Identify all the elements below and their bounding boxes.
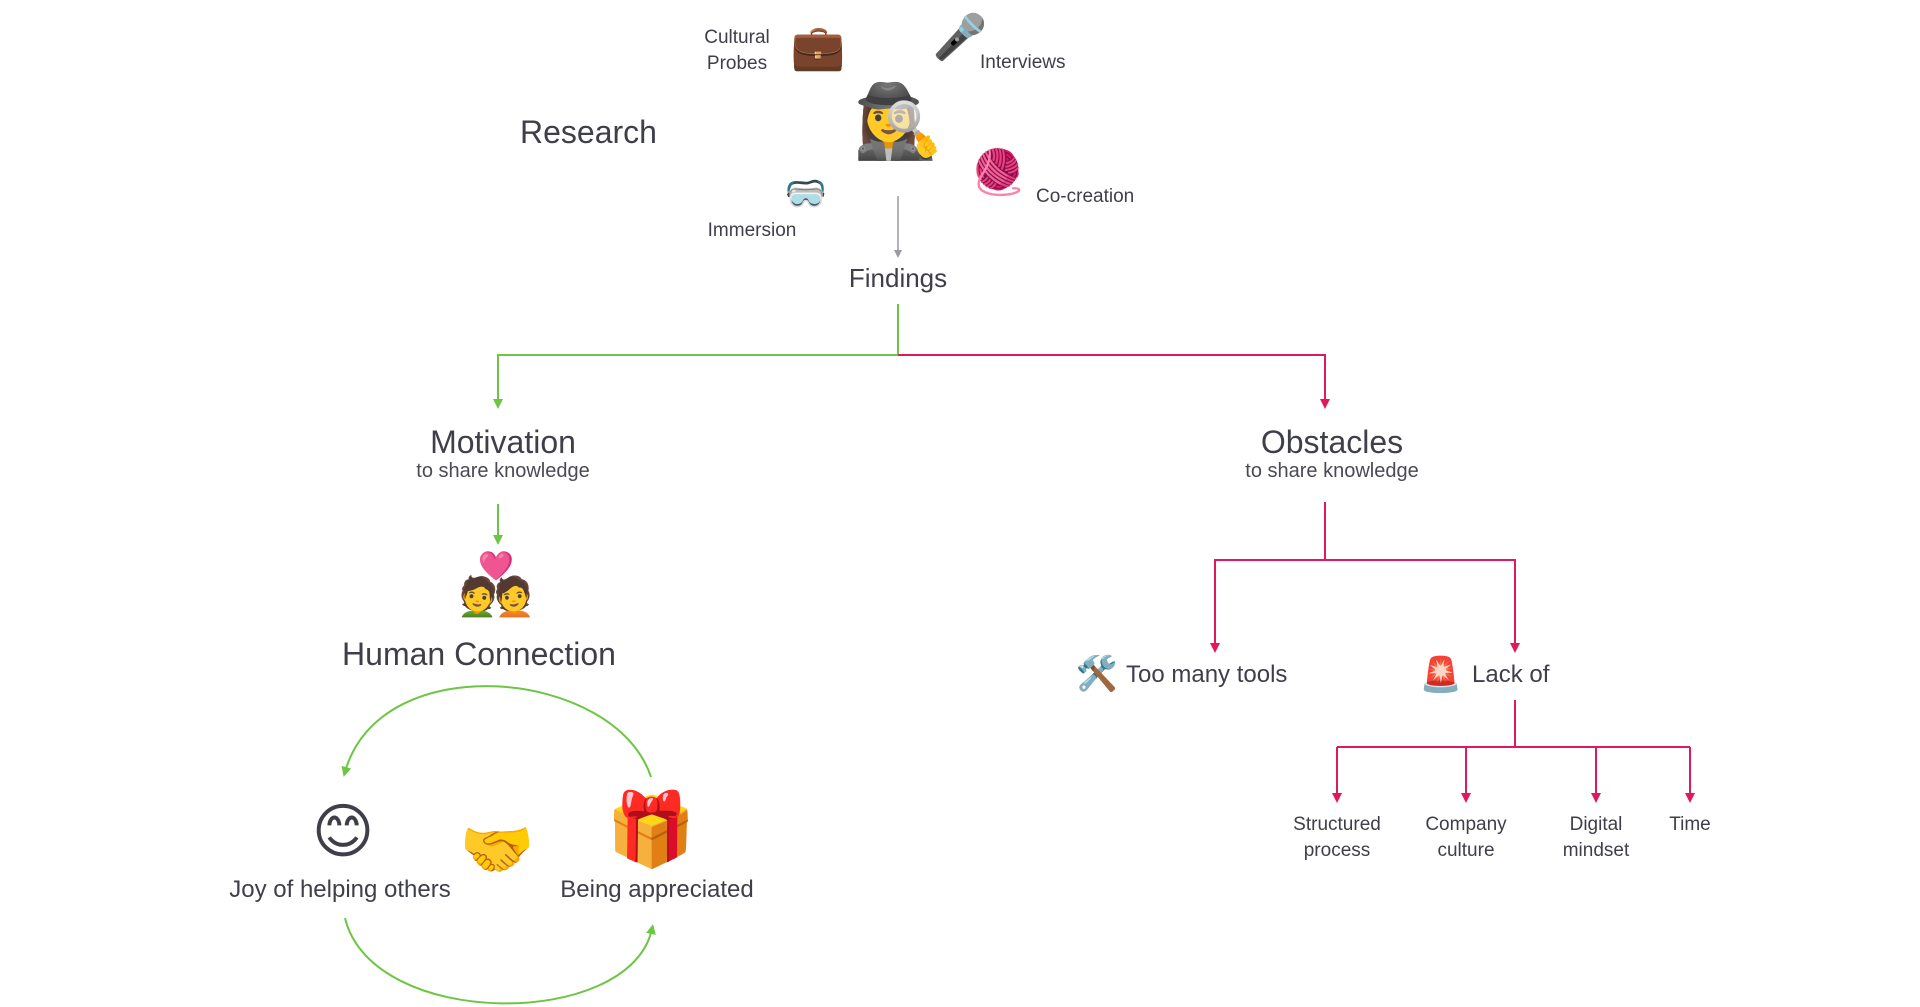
research-title: Research <box>520 114 657 150</box>
lack-item-time: Time <box>1669 814 1711 835</box>
obstacles-split-connector <box>1210 502 1326 653</box>
microphone-icon: 🎤 <box>932 13 988 62</box>
gift-icon: 🎁 <box>606 790 696 870</box>
obstacles-title: Obstacles <box>1260 424 1404 460</box>
findings-motivation-connector <box>493 304 899 409</box>
cycle-arc-bottom <box>344 917 656 1005</box>
lack-item-structured: Structured process <box>1293 814 1381 861</box>
detective-icon: 🕵️‍♀️ <box>853 82 943 162</box>
lack-item-digital: Digital mindset <box>1562 814 1630 861</box>
findings-title: Findings <box>848 263 948 293</box>
couple-heart-icon: 💑 <box>458 551 534 618</box>
cycle-arc-top <box>341 685 652 778</box>
lack-of-label: Lack of <box>1472 661 1550 688</box>
findings-obstacles-connector <box>898 354 1330 409</box>
human-connection-title: Human Connection <box>342 636 616 672</box>
lack-item-company: Company culture <box>1425 814 1507 861</box>
handshake-icon: 🤝 <box>459 816 535 883</box>
cultural-probes-label: Cultural Probes <box>704 27 770 74</box>
too-many-tools-label: Too many tools <box>1126 661 1288 688</box>
interviews-label: Interviews <box>980 52 1066 73</box>
yarn-icon: 🧶 <box>970 148 1026 197</box>
being-appreciated-label: Being appreciated <box>560 876 754 903</box>
siren-icon: 🚨 <box>1419 656 1463 694</box>
joy-of-helping-label: Joy of helping others <box>229 876 451 903</box>
obstacles-lack-connector <box>1325 559 1520 653</box>
obstacles-subtitle: to share knowledge <box>1245 460 1419 482</box>
immersion-label: Immersion <box>707 220 797 241</box>
smiling-face-icon: 😊 <box>311 798 375 865</box>
hammer-wrench-icon: 🛠️ <box>1075 655 1119 693</box>
goggles-icon: 🥽 <box>784 175 828 213</box>
motivation-title: Motivation <box>430 424 576 460</box>
co-creation-label: Co-creation <box>1036 186 1135 207</box>
motivation-subtitle: to share knowledge <box>416 460 590 482</box>
briefcase-icon: 💼 <box>790 23 846 72</box>
